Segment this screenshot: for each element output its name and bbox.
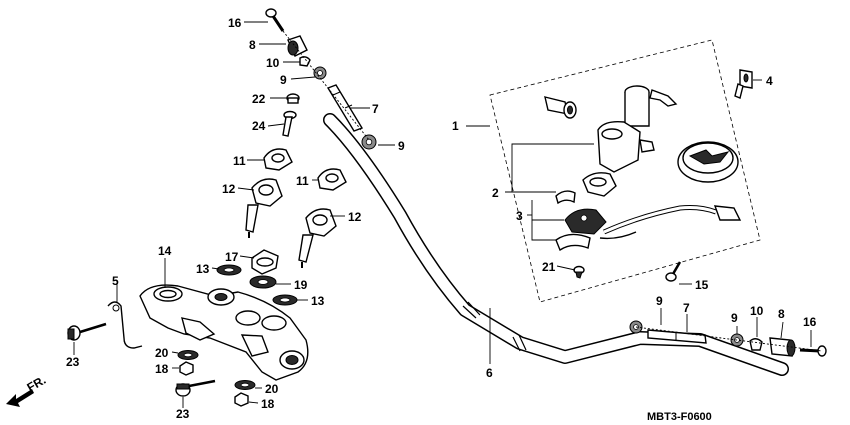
callout-7-right: 7 <box>683 301 690 315</box>
callout-13-right: 13 <box>311 294 325 308</box>
callout-23-left: 23 <box>66 355 80 369</box>
front-arrow-icon <box>6 389 34 407</box>
callout-10-right: 10 <box>750 304 764 318</box>
callout-9-right-b: 9 <box>731 311 738 325</box>
callout-11-left: 11 <box>233 154 246 168</box>
callout-20-bottom: 20 <box>265 382 279 396</box>
washer-13-right <box>272 294 298 306</box>
callout-13-upper: 13 <box>196 262 210 276</box>
callout-14: 14 <box>158 244 172 258</box>
callout-19: 19 <box>294 278 308 292</box>
bolt-16-right <box>799 345 827 357</box>
callout-21: 21 <box>542 260 556 274</box>
top-bridge-14 <box>139 284 309 381</box>
callout-11-right: 11 <box>296 174 309 188</box>
bar-end-weight-8-top <box>287 35 308 57</box>
switch-wire-harness <box>599 205 742 240</box>
holder-12-right <box>298 208 337 268</box>
cap-22 <box>286 93 300 104</box>
washer-13-upper <box>216 264 242 276</box>
callout-22: 22 <box>252 92 266 106</box>
rod-7-top <box>326 84 364 132</box>
steering-stem-nut-17 <box>251 249 279 275</box>
callout-18-left: 18 <box>155 362 169 376</box>
callout-9-top: 9 <box>280 73 287 87</box>
callout-1: 1 <box>452 119 459 133</box>
callout-9-lower: 9 <box>398 139 405 153</box>
callout-23-bottom: 23 <box>176 407 190 421</box>
callout-18-bottom: 18 <box>261 397 275 411</box>
handlebar-pipe <box>323 113 789 376</box>
nut-9-top <box>313 66 327 80</box>
callout-9-right-a: 9 <box>656 294 663 308</box>
screw-21 <box>573 265 585 279</box>
front-direction-indicator: FR. <box>6 373 48 407</box>
callout-labels: 16 8 10 9 22 7 24 9 11 12 11 12 14 17 13… <box>66 16 817 421</box>
nut-18-bottom <box>234 392 249 407</box>
collar-10-top <box>299 56 311 67</box>
callout-2: 2 <box>492 186 499 200</box>
callout-17: 17 <box>225 250 239 264</box>
callout-15: 15 <box>695 278 709 292</box>
callout-20-left: 20 <box>155 346 169 360</box>
holder-12-left <box>245 178 283 238</box>
front-label: FR. <box>25 373 49 395</box>
callout-8-top: 8 <box>249 38 256 52</box>
nut-9-lower <box>361 134 377 150</box>
ignition-assembly-outline <box>489 39 761 303</box>
callout-12-right: 12 <box>348 210 362 224</box>
washer-20-left <box>177 350 199 360</box>
holder-cap-11-left <box>263 148 293 171</box>
callout-10-top: 10 <box>266 56 280 70</box>
bolt-24 <box>282 110 297 137</box>
leader-lines <box>73 21 812 408</box>
bolt-15 <box>665 261 682 282</box>
callout-6: 6 <box>486 366 493 380</box>
nut-18-left <box>179 361 194 376</box>
ignition-switch-body <box>597 85 678 173</box>
fuel-cap <box>677 141 739 183</box>
rod-7-right <box>647 329 707 344</box>
callout-16-top: 16 <box>228 16 242 30</box>
clip-3-lower <box>555 233 591 252</box>
bolt-23-bottom <box>175 379 216 397</box>
key-cylinder <box>544 96 577 119</box>
bolt-16-top <box>265 8 285 32</box>
clip-3-upper <box>555 190 576 205</box>
bar-end-weight-8-right <box>769 337 796 357</box>
callout-24: 24 <box>252 119 266 133</box>
callout-12-left: 12 <box>222 182 236 196</box>
bracket-5 <box>107 301 143 349</box>
holder-cap-11-right <box>317 168 347 191</box>
callout-16-right: 16 <box>803 315 817 329</box>
contact-plate <box>564 208 607 235</box>
diagram-code: MBT3-F0600 <box>647 411 712 423</box>
switch-base <box>582 172 617 197</box>
washer-20-bottom <box>234 380 256 390</box>
callout-3: 3 <box>516 209 523 223</box>
callout-8-right: 8 <box>778 307 785 321</box>
collar-10-right <box>749 338 763 351</box>
callout-4: 4 <box>766 74 773 88</box>
bolt-23-left <box>67 322 107 341</box>
washer-19 <box>249 275 277 289</box>
callout-5: 5 <box>112 274 119 288</box>
callout-7-top: 7 <box>372 102 379 116</box>
ignition-key-4 <box>734 69 753 99</box>
